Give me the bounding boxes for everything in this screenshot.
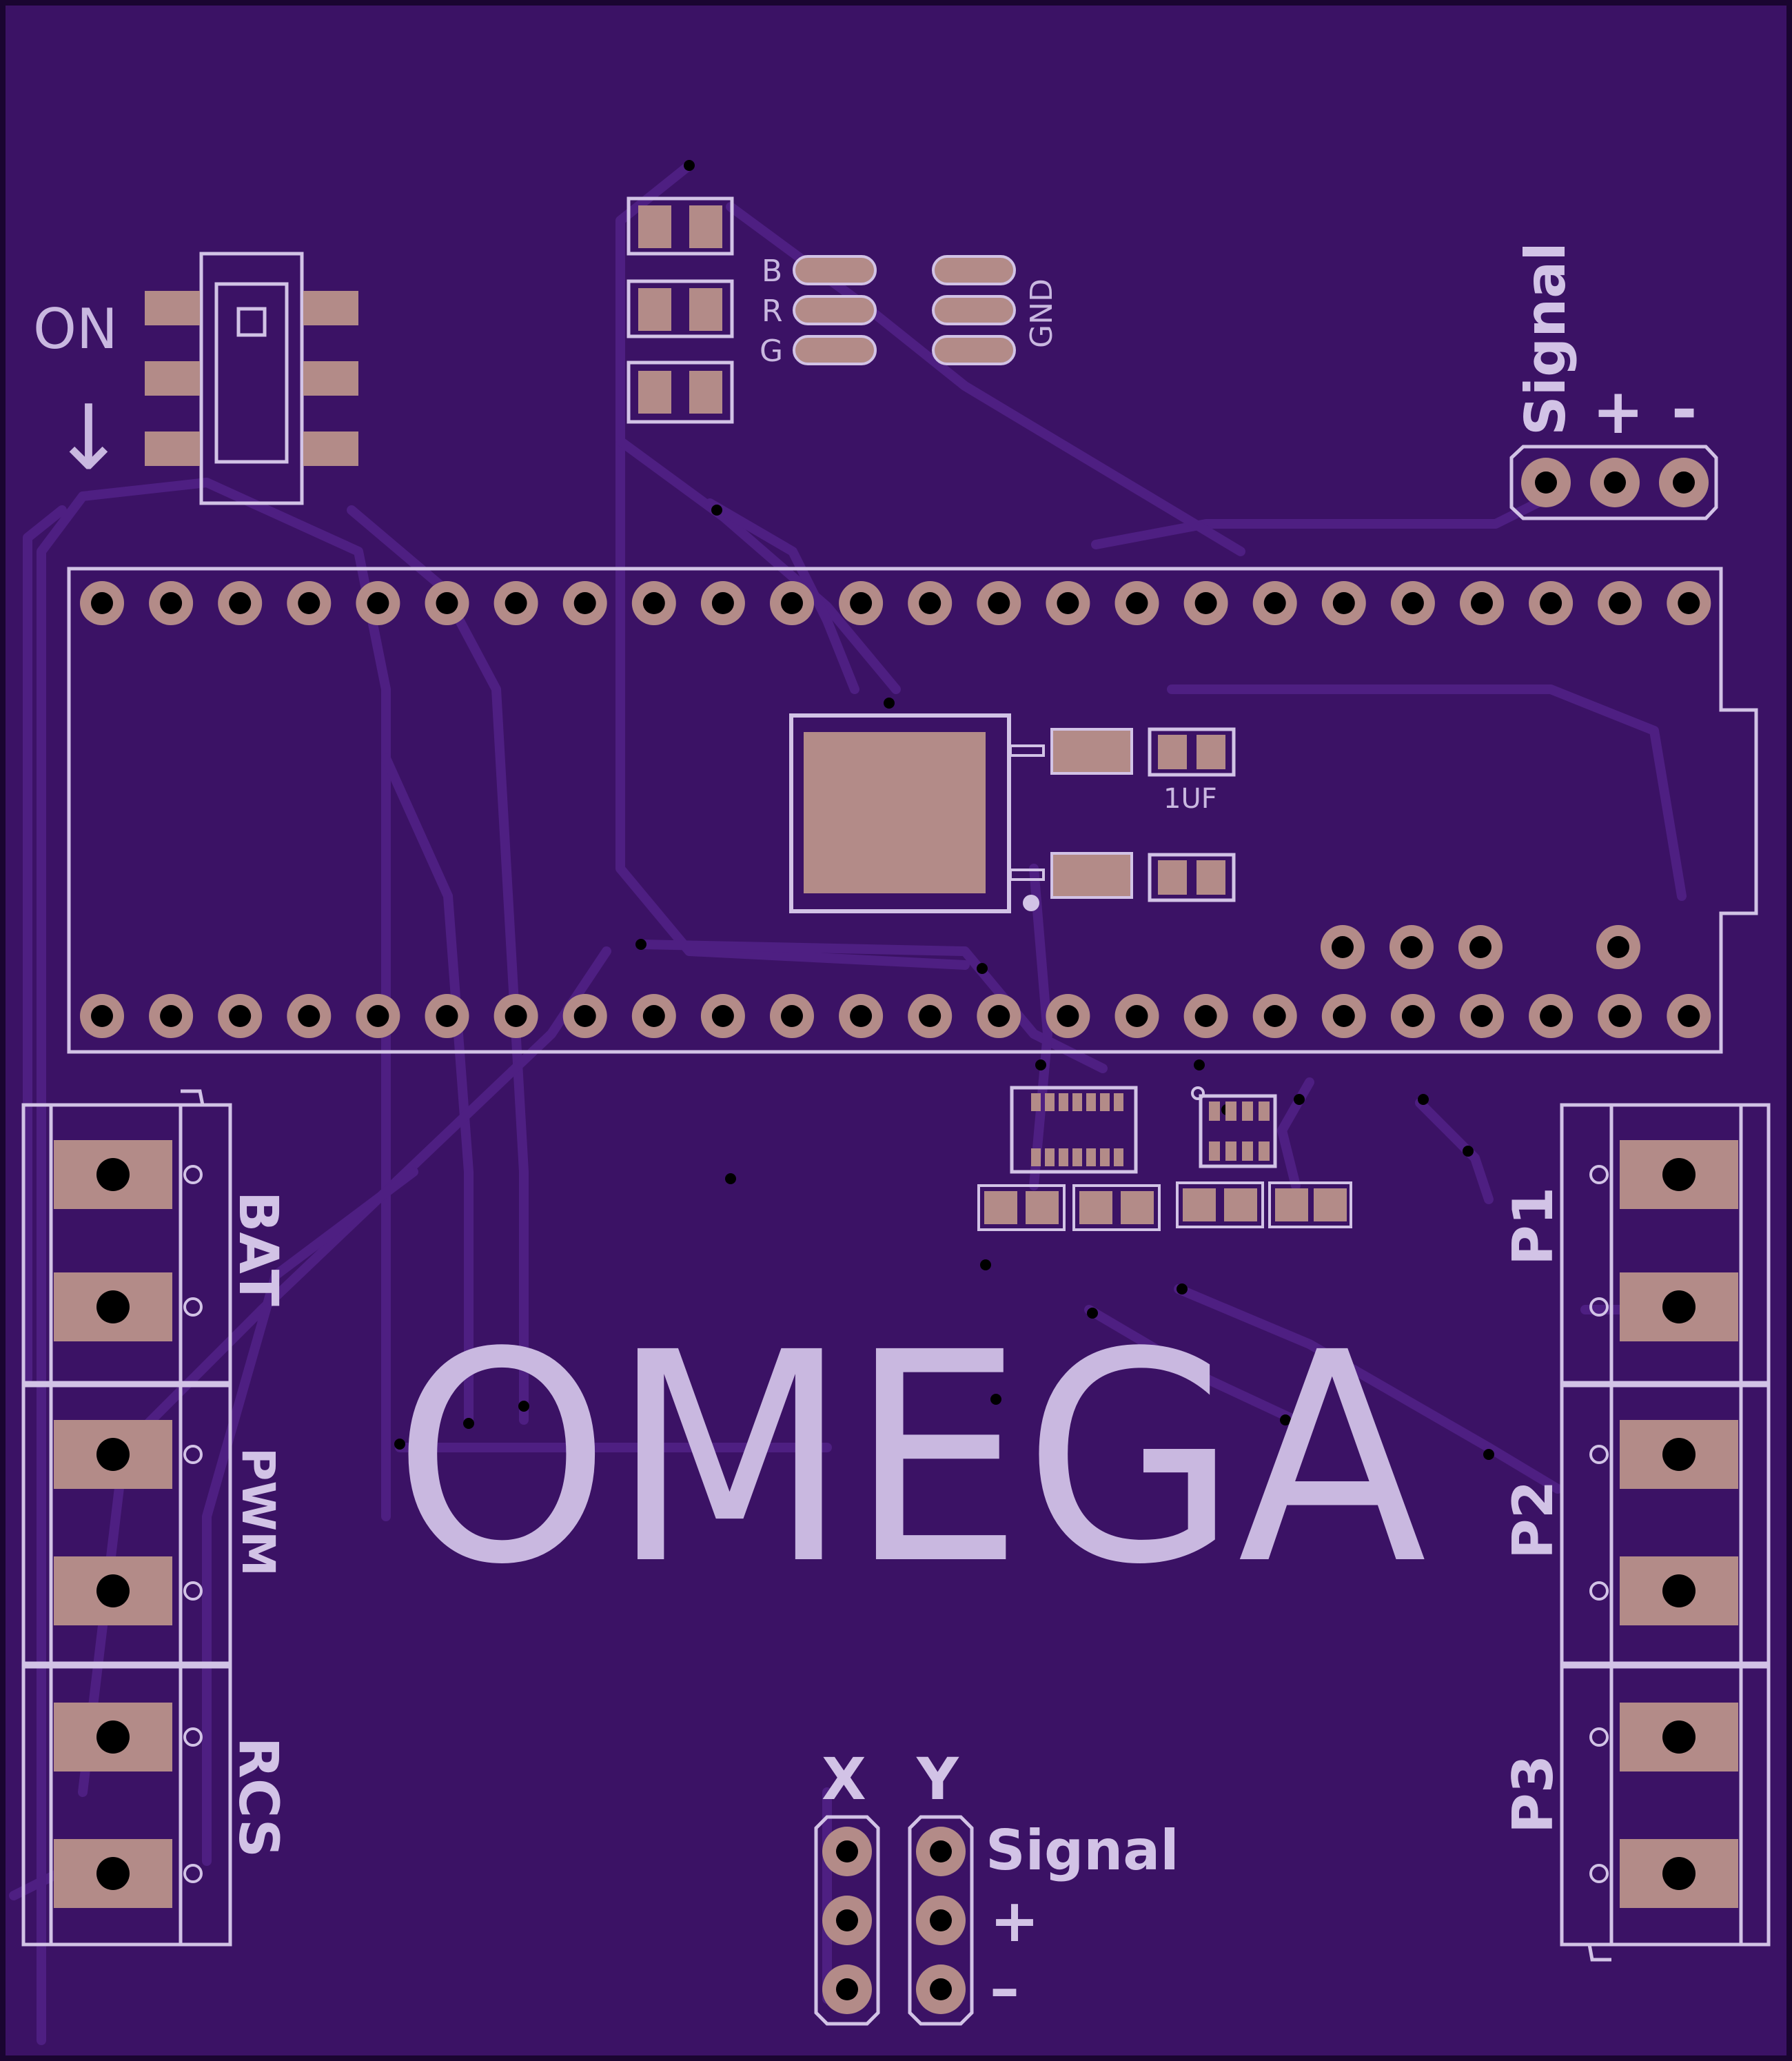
module-pin-hole [367, 592, 389, 614]
module-pin-hole [642, 592, 665, 614]
module-pin-hole [1401, 592, 1424, 614]
module-pin-hole [1678, 592, 1700, 614]
module-pin-hole [1194, 1005, 1217, 1027]
bottom-plus-label: + [990, 1887, 1039, 1956]
module-pin-hole [1609, 1005, 1631, 1027]
module-extra-pins [1321, 925, 1640, 969]
module-pin-hole [436, 1005, 458, 1027]
power-switch[interactable] [145, 252, 358, 505]
module-pin-hole [229, 592, 252, 614]
module-pin-hole [1540, 592, 1562, 614]
left-terminal-pads [54, 1140, 203, 1908]
module-pin-hole [1609, 592, 1631, 614]
right-terminal-blocks[interactable] [1560, 1103, 1771, 1962]
board-title: OMEGA [393, 1291, 1427, 1628]
module-pin-hole [1126, 592, 1148, 614]
module-pin-hole [1678, 1005, 1700, 1027]
module-pin-hole [229, 1005, 252, 1027]
module-pin-hole [573, 1005, 596, 1027]
right-terminal-pads [1589, 1140, 1738, 1908]
module-pin-hole [850, 1005, 873, 1027]
left-terminal-label-pwm: PWM [232, 1448, 285, 1576]
module-pin-hole [573, 592, 596, 614]
module-pin-hole [298, 592, 320, 614]
module-pin-hole [1194, 592, 1217, 614]
top-plus-label: + [1592, 376, 1644, 448]
module-pin-hole [781, 592, 803, 614]
microcontroller-module[interactable] [67, 567, 1758, 1054]
module-pin-hole [505, 592, 527, 614]
module-pin-hole [1263, 592, 1286, 614]
module-pin-hole [505, 1005, 527, 1027]
bottom-signal-label: Signal [986, 1818, 1179, 1882]
module-pin-hole [160, 1005, 183, 1027]
module-pin-hole [160, 592, 183, 614]
module-pin-hole [781, 1005, 803, 1027]
led-pin-label-r: R [762, 294, 783, 329]
module-pin-hole [850, 592, 873, 614]
module-pin-row-top [80, 581, 1711, 625]
module-pin-hole [711, 1005, 734, 1027]
module-pin-hole [1540, 1005, 1562, 1027]
switch-arrow-icon: ↓ [51, 385, 126, 490]
left-terminal-blocks[interactable] [21, 1089, 232, 1947]
module-pin-hole [436, 592, 458, 614]
led-pads [793, 255, 1016, 365]
top-minus-label: - [1671, 374, 1697, 446]
module-pin-hole [298, 1005, 320, 1027]
right-terminal-label-p2: P2 [1501, 1481, 1565, 1559]
copper-traces [9, 161, 1714, 2045]
module-pin-hole [1471, 1005, 1493, 1027]
module-pin-hole [367, 1005, 389, 1027]
bottom-minus-label: – [990, 1954, 1019, 2023]
right-terminal-label-p1: P1 [1501, 1187, 1565, 1266]
capacitor-value-label: 1UF [1163, 783, 1217, 815]
led-gnd-label: GND [1024, 278, 1059, 348]
vias [394, 160, 1494, 1460]
module-pin-hole [1263, 1005, 1286, 1027]
left-terminal-label-rcs: RCS [227, 1737, 289, 1858]
left-terminal-label-bat: BAT [227, 1191, 289, 1306]
module-pin-hole [1057, 1005, 1079, 1027]
bottom-y-label: Y [916, 1745, 959, 1813]
module-pin-row-bottom [80, 994, 1711, 1038]
bottom-joystick-header[interactable] [814, 1815, 974, 2026]
top-signal-header[interactable] [1509, 445, 1718, 520]
right-terminal-label-p3: P3 [1501, 1755, 1565, 1834]
module-pin-hole [1332, 592, 1355, 614]
module-pin-hole [919, 1005, 941, 1027]
module-pin-hole [988, 592, 1010, 614]
module-pin-hole [642, 1005, 665, 1027]
led-pin-label-b: B [762, 254, 782, 289]
module-pin-hole [91, 592, 113, 614]
module-pin-hole [711, 592, 734, 614]
module-pin-hole [1057, 592, 1079, 614]
switch-on-label: ON [33, 297, 118, 361]
led-pin-label-g: G [760, 334, 783, 369]
module-pin-hole [919, 592, 941, 614]
module-pin-hole [91, 1005, 113, 1027]
module-pin-hole [1332, 1005, 1355, 1027]
bottom-x-label: X [822, 1745, 866, 1813]
ic-chips [977, 1086, 1352, 1231]
led-resistor-pads [627, 196, 734, 424]
module-pin-hole [1471, 592, 1493, 614]
module-pin-hole [1126, 1005, 1148, 1027]
module-pin-hole [988, 1005, 1010, 1027]
top-signal-label: Signal [1514, 242, 1578, 436]
module-pin-hole [1401, 1005, 1424, 1027]
